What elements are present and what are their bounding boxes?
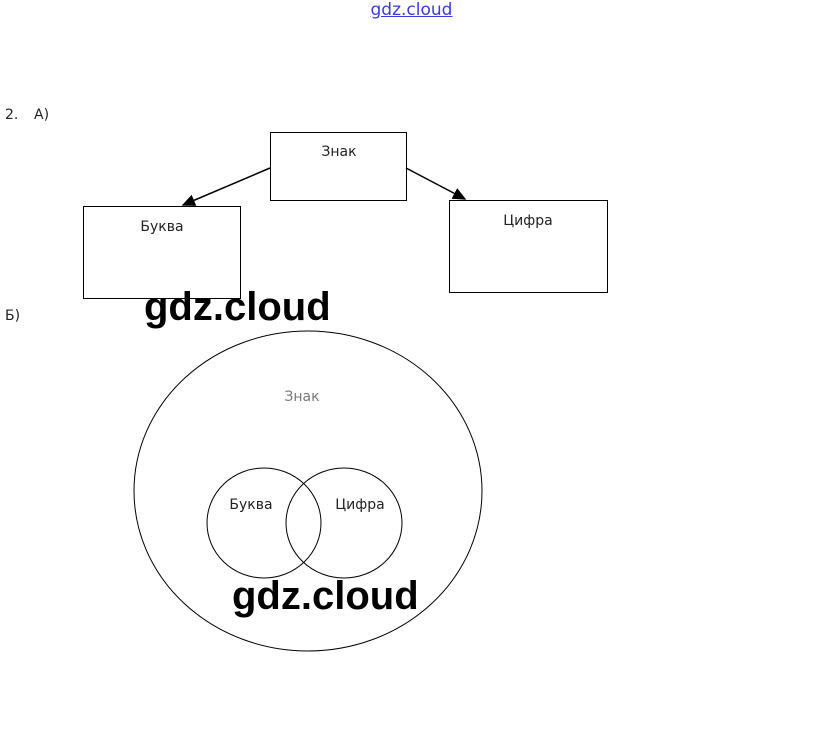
right-box: [449, 200, 608, 293]
site-link[interactable]: gdz.cloud: [370, 0, 453, 20]
part-b-label: Б): [5, 308, 21, 324]
root-box: [270, 132, 407, 201]
part-a-label: А): [34, 107, 50, 123]
watermark: gdz.cloud: [144, 285, 331, 329]
right-circle: [285, 467, 403, 579]
arrow-left: [181, 167, 271, 206]
arrow-right: [405, 167, 467, 200]
left-label: Буква: [140, 219, 183, 235]
watermark: gdz.cloud: [232, 574, 419, 618]
left-circle: [206, 467, 322, 579]
left-box: [83, 206, 241, 299]
venn-diagram: Знак Буква Цифра: [133, 330, 483, 652]
task-number: 2.: [5, 107, 19, 123]
root-label: Знак: [321, 144, 356, 160]
outer-circle: [133, 330, 483, 652]
outer-label: Знак: [284, 389, 319, 405]
tree-diagram: Знак Буква Цифра: [83, 132, 608, 299]
right-label: Цифра: [503, 213, 552, 229]
right-circle-label: Цифра: [335, 497, 384, 513]
left-circle-label: Буква: [229, 497, 272, 513]
